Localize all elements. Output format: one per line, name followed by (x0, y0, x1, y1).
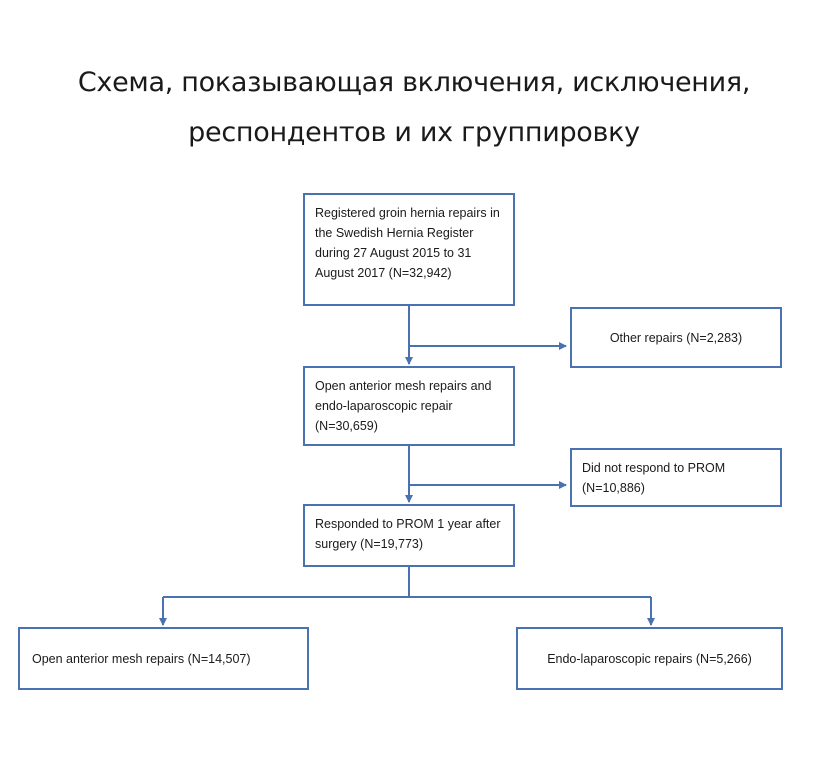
box-endo-laparoscopic-repairs: Endo-laparoscopic repairs (N=5,266) (516, 627, 783, 690)
box-open-and-endo-repairs: Open anterior mesh repairs and endo-lapa… (303, 366, 515, 446)
diagram-title: Схема, показывающая включения, исключени… (0, 58, 828, 158)
box-open-anterior-mesh-repairs-text: Open anterior mesh repairs (N=14,507) (32, 651, 251, 666)
box-responded-to-prom-text: Responded to PROM 1 year after surgery (… (315, 517, 501, 551)
title-line-1: Схема, показывающая включения, исключени… (77, 67, 751, 98)
box-registered-repairs-text: Registered groin hernia repairs in the S… (315, 206, 500, 280)
title-line-2: респондентов и их группировку (188, 117, 640, 148)
box-other-repairs-text: Other repairs (N=2,283) (609, 330, 743, 345)
box-responded-to-prom: Responded to PROM 1 year after surgery (… (303, 504, 515, 567)
box-did-not-respond-text: Did not respond to PROM (N=10,886) (582, 461, 726, 495)
box-open-anterior-mesh-repairs: Open anterior mesh repairs (N=14,507) (18, 627, 309, 690)
box-did-not-respond: Did not respond to PROM (N=10,886) (570, 448, 782, 507)
box-other-repairs: Other repairs (N=2,283) (570, 307, 782, 368)
box-open-and-endo-repairs-text: Open anterior mesh repairs and endo-lapa… (315, 379, 492, 433)
box-registered-repairs: Registered groin hernia repairs in the S… (303, 193, 515, 306)
box-endo-laparoscopic-repairs-text: Endo-laparoscopic repairs (N=5,266) (547, 651, 752, 666)
